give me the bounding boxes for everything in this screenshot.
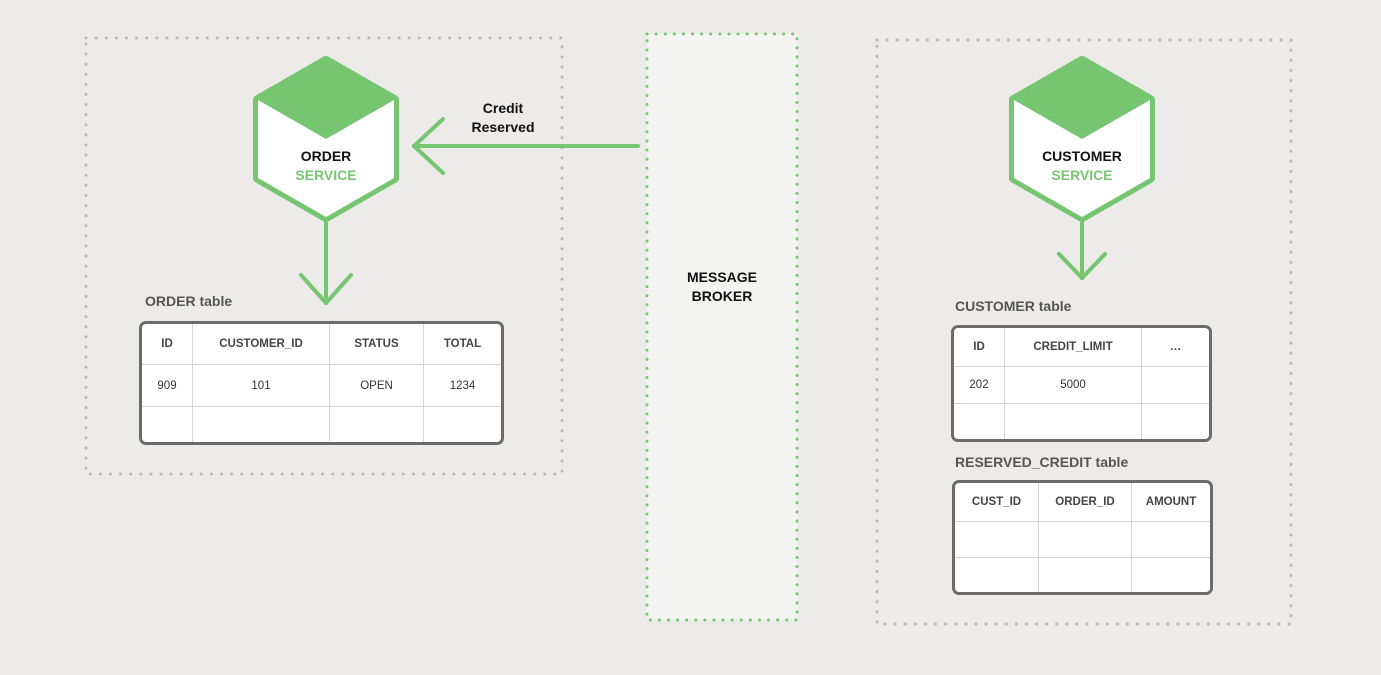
- message-broker-line2: BROKER: [691, 288, 753, 304]
- table-cell: [193, 407, 330, 442]
- customer-service-suffix: SERVICE: [1051, 167, 1113, 183]
- table-cell: 909: [142, 365, 193, 407]
- table-cell: [142, 407, 193, 442]
- table-cell: 5000: [1005, 367, 1142, 404]
- column-header: AMOUNT: [1132, 483, 1210, 522]
- table-cell: [955, 558, 1039, 592]
- customer-table: ID CREDIT_LIMIT … 202 5000: [951, 325, 1212, 442]
- column-header: CUSTOMER_ID: [193, 324, 330, 365]
- order-service-label: ORDER SERVICE: [256, 147, 396, 185]
- column-header: CUST_ID: [955, 483, 1039, 522]
- customer-service-hexagon: [1009, 56, 1155, 222]
- message-broker-box: [645, 32, 799, 622]
- table-cell: 101: [193, 365, 330, 407]
- table-cell: [424, 407, 501, 442]
- column-header: STATUS: [330, 324, 424, 365]
- order-service-boundary: [84, 36, 564, 476]
- table-cell: [1142, 367, 1209, 404]
- reserved-table-caption: RESERVED_CREDIT table: [955, 454, 1129, 470]
- column-header: TOTAL: [424, 324, 501, 365]
- reserved-credit-table: CUST_ID ORDER_ID AMOUNT: [952, 480, 1213, 595]
- table-cell: [330, 407, 424, 442]
- credit-reserved-arrow: [412, 117, 640, 175]
- table-cell: [955, 522, 1039, 558]
- column-header: ORDER_ID: [1039, 483, 1132, 522]
- message-broker-label: MESSAGE BROKER: [647, 268, 797, 306]
- table-cell: [1132, 522, 1210, 558]
- customer-service-boundary: [875, 38, 1293, 626]
- order-service-suffix: SERVICE: [295, 167, 357, 183]
- table-cell: OPEN: [330, 365, 424, 407]
- order-table-caption: ORDER table: [145, 293, 233, 309]
- order-table: ID CUSTOMER_ID STATUS TOTAL 909 101 OPEN…: [139, 321, 504, 445]
- customer-table-caption: CUSTOMER table: [955, 298, 1072, 314]
- column-header: ID: [142, 324, 193, 365]
- column-header: CREDIT_LIMIT: [1005, 328, 1142, 367]
- order-service-hexagon: [253, 56, 399, 222]
- credit-reserved-line1: Credit: [482, 100, 524, 116]
- customer-service-name: CUSTOMER: [1042, 148, 1122, 164]
- order-db-arrow: [299, 220, 353, 305]
- order-service-name: ORDER: [300, 148, 352, 164]
- table-cell: [1039, 558, 1132, 592]
- table-cell: [954, 404, 1005, 439]
- table-cell: 1234: [424, 365, 501, 407]
- column-header: …: [1142, 328, 1209, 367]
- column-header: ID: [954, 328, 1005, 367]
- customer-service-label: CUSTOMER SERVICE: [1012, 147, 1152, 185]
- table-cell: 202: [954, 367, 1005, 404]
- table-cell: [1142, 404, 1209, 439]
- customer-db-arrow: [1057, 220, 1107, 280]
- message-broker-line1: MESSAGE: [686, 269, 757, 285]
- table-cell: [1039, 522, 1132, 558]
- table-cell: [1132, 558, 1210, 592]
- credit-reserved-label: Credit Reserved: [448, 99, 558, 137]
- table-cell: [1005, 404, 1142, 439]
- credit-reserved-line2: Reserved: [471, 119, 535, 135]
